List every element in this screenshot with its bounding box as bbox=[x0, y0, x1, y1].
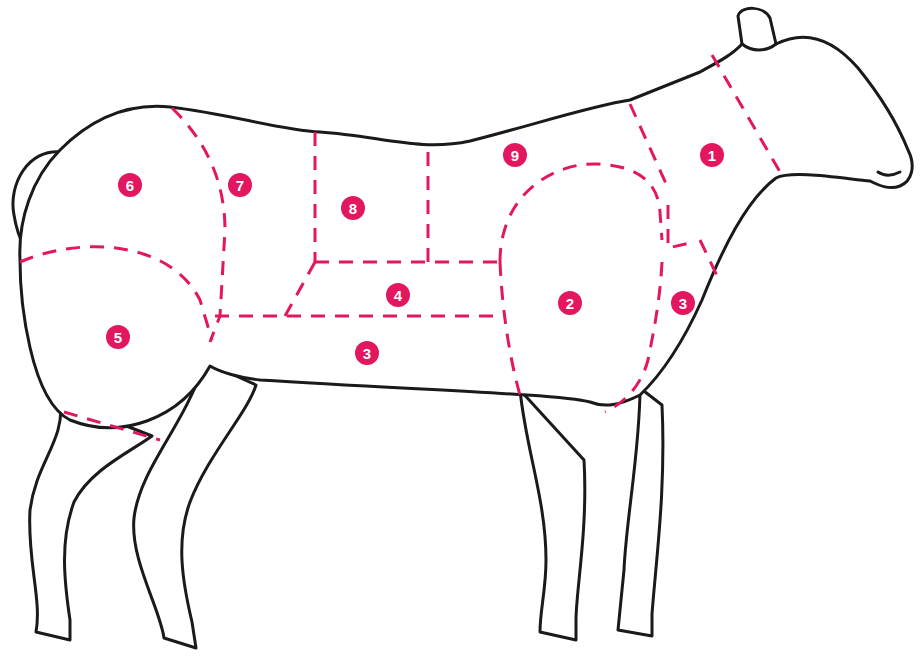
callout-text: 6 bbox=[126, 178, 134, 193]
callout-text: 9 bbox=[511, 148, 519, 163]
sheep-body-outline bbox=[20, 8, 912, 427]
cut-line bbox=[500, 262, 520, 395]
cut-line bbox=[427, 152, 430, 262]
callout-text: 3 bbox=[363, 346, 371, 361]
callout-number: 1 bbox=[700, 143, 724, 167]
callout-number: 3 bbox=[671, 291, 695, 315]
cut-line bbox=[64, 412, 160, 440]
front-leg-far bbox=[520, 390, 585, 640]
cut-line bbox=[605, 262, 662, 412]
callout-number: 2 bbox=[558, 291, 582, 315]
cut-line bbox=[668, 205, 694, 248]
front-leg-near bbox=[618, 388, 663, 636]
callout-number: 4 bbox=[386, 283, 410, 307]
cut-line bbox=[700, 240, 720, 282]
callout-number: 3 bbox=[355, 341, 379, 365]
ear-line bbox=[742, 44, 776, 50]
callout-number: 6 bbox=[118, 173, 142, 197]
cut-line bbox=[215, 315, 500, 318]
callout-text: 2 bbox=[566, 296, 574, 311]
callout-text: 3 bbox=[679, 296, 687, 311]
callout-text: 7 bbox=[236, 178, 244, 193]
callout-text: 5 bbox=[114, 330, 122, 345]
mouth-line bbox=[878, 172, 900, 175]
cut-line bbox=[630, 104, 668, 188]
cut-line bbox=[315, 261, 500, 264]
callout-text: 4 bbox=[394, 288, 402, 303]
cut-line bbox=[500, 164, 662, 262]
callout-text: 1 bbox=[708, 148, 716, 163]
cut-line bbox=[285, 262, 315, 316]
callout-number: 5 bbox=[106, 325, 130, 349]
callout-number: 8 bbox=[341, 196, 365, 220]
callout-text: 8 bbox=[349, 201, 357, 216]
cut-line bbox=[172, 108, 225, 342]
callout-number: 7 bbox=[228, 173, 252, 197]
cut-line bbox=[314, 132, 317, 262]
callout-number: 9 bbox=[503, 143, 527, 167]
